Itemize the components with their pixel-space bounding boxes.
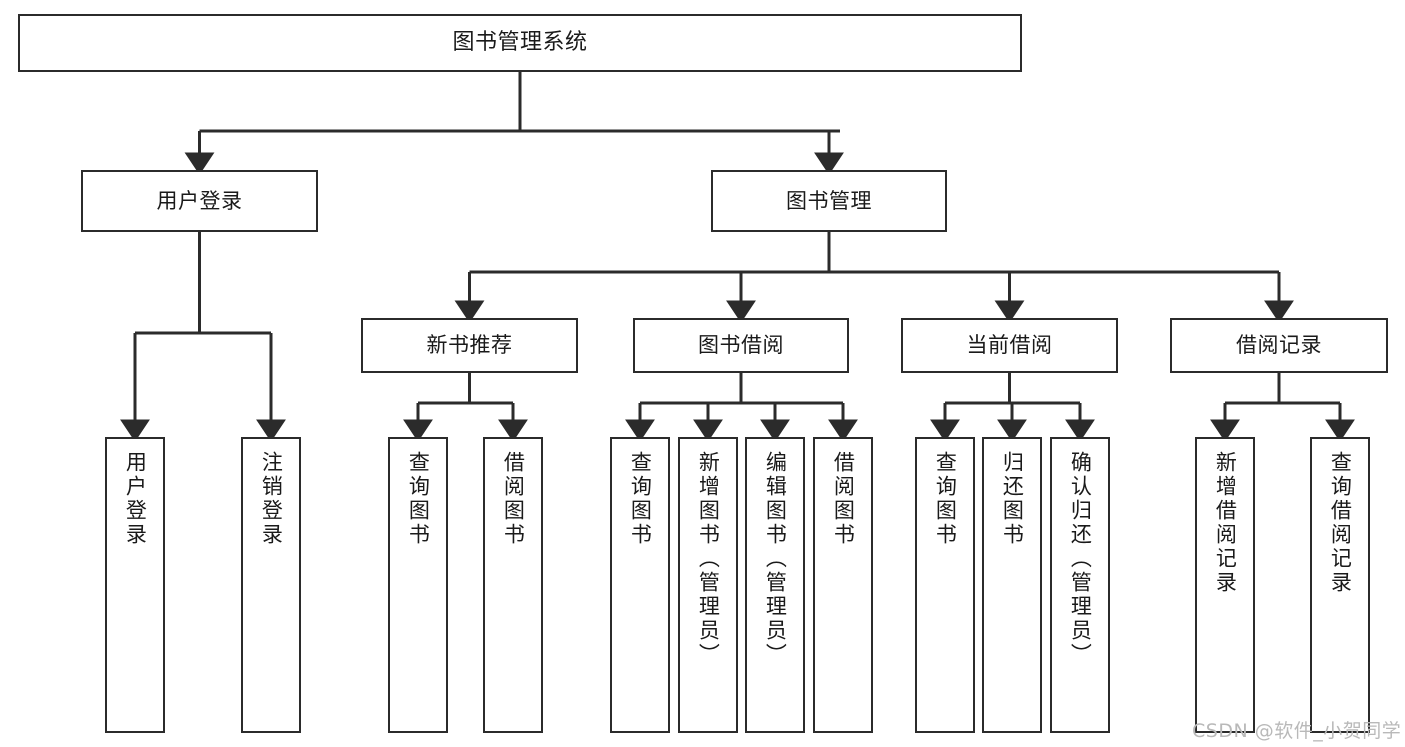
node-user-login-label: 用户登录 xyxy=(156,188,243,213)
node-leaf-query-book-2[interactable]: 查询图书 xyxy=(610,437,670,733)
node-leaf-confirm-return-admin[interactable]: 确认归还（管理员） xyxy=(1050,437,1110,733)
node-leaf-edit-book-admin-label: 编辑图书（管理员） xyxy=(763,451,788,667)
node-leaf-borrow-book-1[interactable]: 借阅图书 xyxy=(483,437,543,733)
node-leaf-edit-book-admin[interactable]: 编辑图书（管理员） xyxy=(745,437,805,733)
node-new-book-recommend-label: 新书推荐 xyxy=(426,333,513,358)
node-borrow-record-label: 借阅记录 xyxy=(1236,333,1322,358)
node-leaf-confirm-return-admin-label: 确认归还（管理员） xyxy=(1068,451,1093,667)
node-leaf-borrow-book-2-label: 借阅图书 xyxy=(831,451,856,547)
node-leaf-return-book[interactable]: 归还图书 xyxy=(982,437,1042,733)
node-new-book-recommend[interactable]: 新书推荐 xyxy=(361,318,578,373)
node-root-label: 图书管理系统 xyxy=(452,30,588,56)
node-book-management[interactable]: 图书管理 xyxy=(711,170,947,232)
node-current-borrow-label: 当前借阅 xyxy=(966,333,1053,358)
node-leaf-query-book-3-label: 查询图书 xyxy=(933,451,958,547)
node-current-borrow[interactable]: 当前借阅 xyxy=(901,318,1118,373)
node-leaf-query-book-1[interactable]: 查询图书 xyxy=(388,437,448,733)
node-leaf-logout[interactable]: 注销登录 xyxy=(241,437,301,733)
node-leaf-borrow-book-1-label: 借阅图书 xyxy=(501,451,526,547)
node-book-borrow-label: 图书借阅 xyxy=(698,333,784,358)
node-leaf-query-borrow-record[interactable]: 查询借阅记录 xyxy=(1310,437,1370,733)
node-borrow-record[interactable]: 借阅记录 xyxy=(1170,318,1388,373)
node-leaf-query-book-3[interactable]: 查询图书 xyxy=(915,437,975,733)
node-leaf-add-borrow-record-label: 新增借阅记录 xyxy=(1213,451,1238,595)
node-book-borrow[interactable]: 图书借阅 xyxy=(633,318,849,373)
node-leaf-logout-label: 注销登录 xyxy=(259,451,284,547)
csdn-watermark: CSDN @软件_小贺同学 xyxy=(1192,720,1402,742)
node-book-management-label: 图书管理 xyxy=(786,188,872,213)
node-user-login[interactable]: 用户登录 xyxy=(81,170,318,232)
node-leaf-query-book-1-label: 查询图书 xyxy=(406,451,431,547)
node-leaf-borrow-book-2[interactable]: 借阅图书 xyxy=(813,437,873,733)
node-leaf-add-borrow-record[interactable]: 新增借阅记录 xyxy=(1195,437,1255,733)
node-leaf-user-login[interactable]: 用户登录 xyxy=(105,437,165,733)
node-leaf-return-book-label: 归还图书 xyxy=(1000,451,1025,547)
node-leaf-user-login-label: 用户登录 xyxy=(123,451,148,547)
node-leaf-add-book-admin-label: 新增图书（管理员） xyxy=(696,451,721,667)
node-leaf-add-book-admin[interactable]: 新增图书（管理员） xyxy=(678,437,738,733)
node-root[interactable]: 图书管理系统 xyxy=(18,14,1022,72)
node-leaf-query-borrow-record-label: 查询借阅记录 xyxy=(1328,451,1353,595)
node-leaf-query-book-2-label: 查询图书 xyxy=(628,451,653,547)
